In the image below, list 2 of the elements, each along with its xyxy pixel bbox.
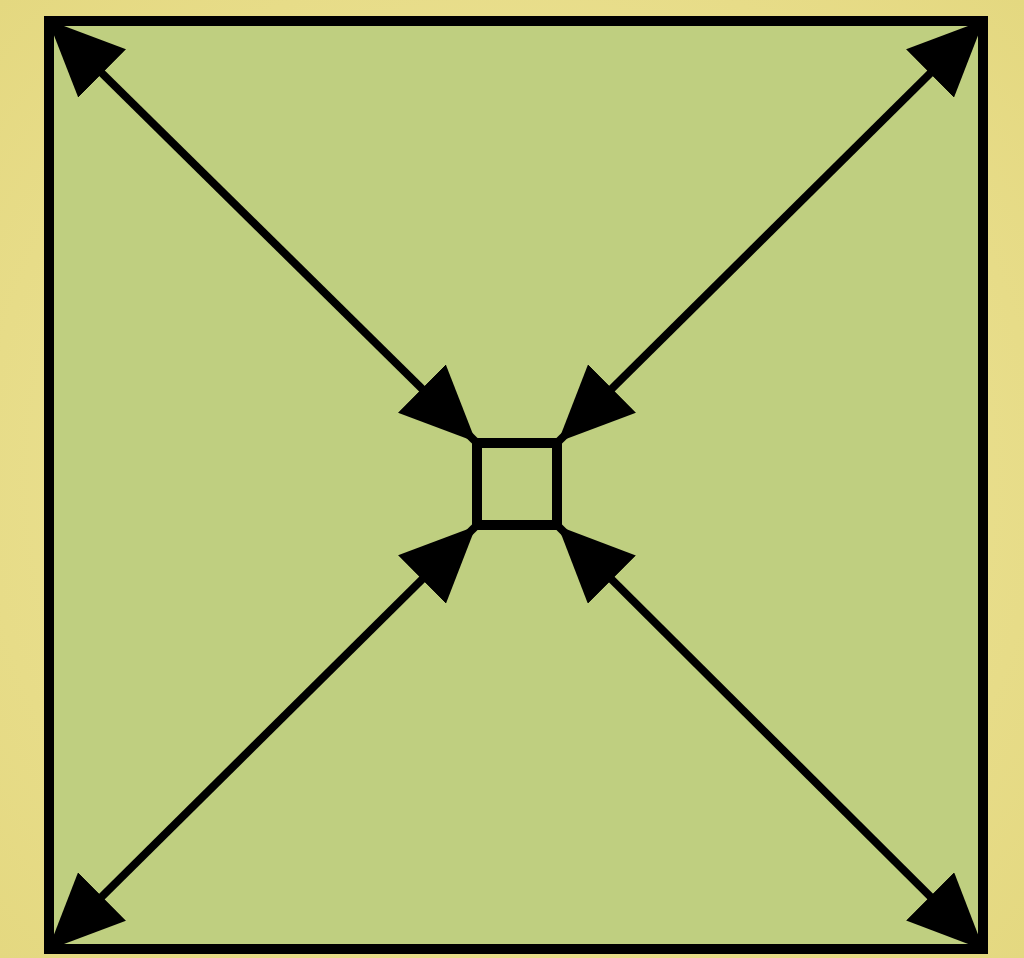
inner-square [472, 438, 562, 530]
outer-square [44, 16, 988, 954]
